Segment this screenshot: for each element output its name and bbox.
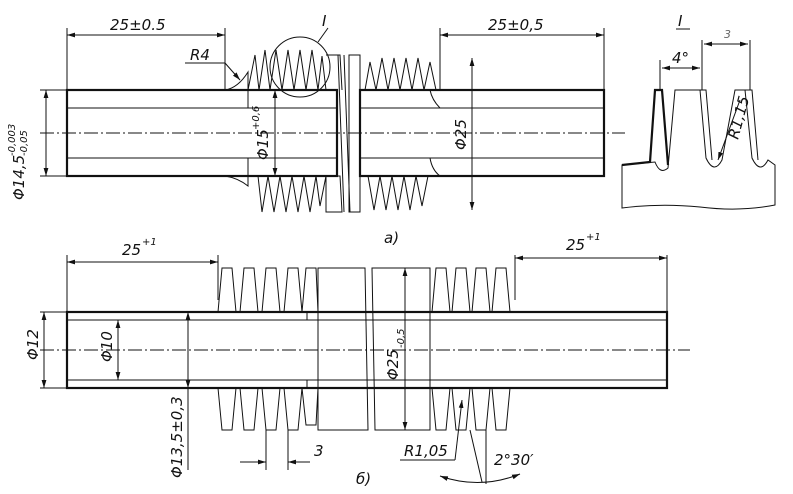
view-a-left-lower-wall	[66, 157, 249, 188]
dia-b-left: Φ12	[24, 329, 42, 360]
detail-i-title: I	[678, 12, 683, 30]
dia-b-center-sub: -0,5	[396, 328, 407, 348]
view-a-right-upper-wall	[429, 89, 605, 109]
view-a-right-lower-wall	[429, 157, 605, 177]
view-a-label: a)	[384, 229, 399, 247]
dia-a-outer: Φ14,5	[10, 155, 28, 200]
view-b: 25 +1 25 +1 Φ12 Φ10 Φ13,5±0,3 Φ25 -0,5	[24, 232, 690, 488]
dia-a-inner-sup: +0,6	[251, 106, 262, 130]
detail-i-pitch: 3	[724, 28, 731, 41]
dia-b-bore: Φ10	[98, 331, 116, 362]
view-a: I 25±0.5 R4 25±0,5 Φ14,5 -0,003 -0,05 Φ1…	[7, 12, 625, 247]
dim-b-left: 25	[122, 241, 141, 259]
view-b-label: б)	[356, 470, 371, 488]
pitch-b: 3	[314, 442, 324, 460]
dia-a-outer-sup: -0,003	[7, 124, 18, 156]
dim-b-right: 25	[566, 236, 585, 254]
dim-b-right-sup: +1	[586, 232, 601, 243]
detail-i-radius: R1,15	[724, 94, 753, 141]
dia-a-inner: Φ15	[254, 129, 272, 160]
detail-i: I 4° 3 R1,15	[621, 12, 776, 210]
radius-a-label: R4	[190, 46, 210, 64]
detail-i-angle: 4°	[672, 49, 689, 67]
dim-b-left-sup: +1	[142, 237, 157, 248]
detail-callout-circle	[269, 36, 331, 98]
radius-b: R1,05	[404, 442, 448, 460]
dia-b-bottom: Φ13,5±0,3	[168, 396, 186, 478]
dia-b-center: Φ25	[384, 349, 402, 380]
angle-b: 2°30′	[494, 451, 534, 469]
dim-a-left-length: 25±0.5	[110, 16, 166, 34]
detail-callout-label: I	[322, 12, 327, 30]
detail-i-body	[621, 89, 776, 210]
dim-a-right-length: 25±0,5	[488, 16, 544, 34]
dia-a-right: Φ25	[452, 119, 470, 150]
dia-a-outer-sub: -0,05	[19, 130, 30, 156]
